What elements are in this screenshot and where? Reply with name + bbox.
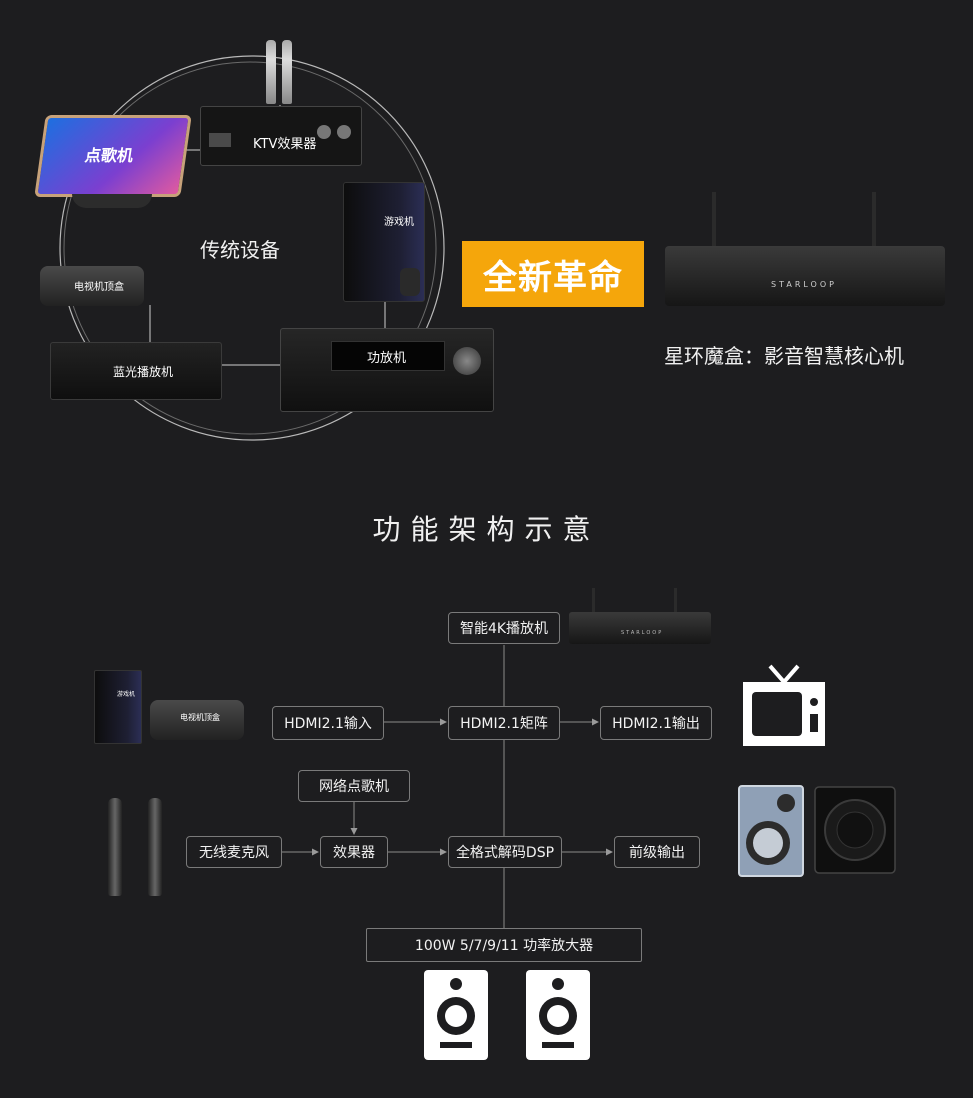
product-caption: 星环魔盒：影音智慧核心机 xyxy=(664,344,904,368)
wireless-microphone-icon xyxy=(148,798,162,896)
brand-text: STARLOOP xyxy=(771,280,837,289)
game-console-label: 游戏机 xyxy=(384,217,414,228)
subwoofer-icon xyxy=(814,786,896,874)
pre-output-box: 前级输出 xyxy=(614,836,700,868)
antenna-icon xyxy=(712,192,716,256)
gamepad-icon xyxy=(400,268,420,296)
effector-box: 效果器 xyxy=(320,836,388,868)
tv-icon xyxy=(743,664,825,746)
game-console-small: 游戏机 xyxy=(94,670,142,744)
hdmi-matrix-box: HDMI2.1矩阵 xyxy=(448,706,560,740)
power-amp-box: 100W 5/7/9/11 功率放大器 xyxy=(366,928,642,962)
game-console-small-label: 游戏机 xyxy=(117,691,136,698)
wireless-microphone-icon xyxy=(108,798,122,896)
amplifier-label: 功放机 xyxy=(367,351,407,366)
speaker-icon xyxy=(526,970,590,1060)
bluray-player-device: 蓝光播放机 xyxy=(50,342,222,400)
speaker-icon xyxy=(738,785,804,877)
bluray-label: 蓝光播放机 xyxy=(113,365,174,379)
tv-box-small: 电视机顶盒 xyxy=(150,700,244,740)
antenna-icon xyxy=(872,192,876,256)
tv-box-label: 电视机顶盒 xyxy=(74,282,124,293)
antenna-icon xyxy=(592,588,595,618)
tv-box-small-label: 电视机顶盒 xyxy=(180,713,220,722)
amplifier-device: 功放机 xyxy=(280,328,494,412)
tv-box-device: 电视机顶盒 xyxy=(40,266,144,306)
dsp-box: 全格式解码DSP xyxy=(448,836,562,868)
starloop-box-device: STARLOOP xyxy=(665,246,945,306)
traditional-devices-label: 传统设备 xyxy=(200,238,280,262)
antenna-icon xyxy=(674,588,677,618)
wireless-mic-box: 无线麦克风 xyxy=(186,836,282,868)
ktv-effector-device: KTV效果器 xyxy=(200,106,362,166)
microphone-icon xyxy=(282,40,292,104)
hdmi-input-box: HDMI2.1输入 xyxy=(272,706,384,740)
ktv-effector-label: KTV效果器 xyxy=(253,137,317,152)
traditional-devices-circle xyxy=(59,55,445,441)
revolution-banner: 全新革命 xyxy=(462,241,644,307)
tablet-stand xyxy=(72,194,152,208)
speaker-icon xyxy=(424,970,488,1060)
smart-player-box: 智能4K播放机 xyxy=(448,612,560,644)
network-ktv-box: 网络点歌机 xyxy=(298,770,410,802)
section-title: 功能架构示意 xyxy=(372,513,601,546)
brand-text-small: STARLOOP xyxy=(621,630,664,636)
hdmi-output-box: HDMI2.1输出 xyxy=(600,706,712,740)
starloop-box-small: STARLOOP xyxy=(569,612,711,644)
microphone-icon xyxy=(266,40,276,104)
